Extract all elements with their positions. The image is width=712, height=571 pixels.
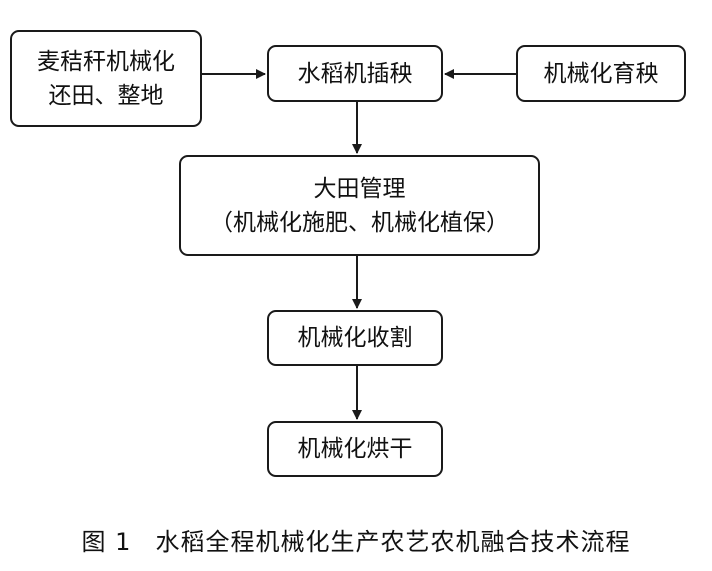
node-drying: 机械化烘干 bbox=[267, 421, 443, 477]
node-seedling-raising-label: 机械化育秧 bbox=[543, 60, 659, 87]
node-rice-transplanting: 水稻机插秧 bbox=[267, 45, 443, 102]
figure-title: 水稻全程机械化生产农艺农机融合技术流程 bbox=[155, 528, 631, 556]
node-drying-label: 机械化烘干 bbox=[297, 436, 413, 462]
node-harvesting-label: 机械化收割 bbox=[297, 325, 413, 351]
figure-caption: 图 1 水稻全程机械化生产农艺农机融合技术流程 bbox=[0, 522, 712, 557]
node-straw-return-line2: 还田、整地 bbox=[48, 82, 164, 109]
figure-number: 图 1 bbox=[81, 528, 132, 556]
node-field-management-line2: （机械化施肥、机械化植保） bbox=[210, 209, 509, 236]
node-straw-return-line1: 麦秸秆机械化 bbox=[37, 48, 175, 75]
node-straw-return: 麦秸秆机械化 还田、整地 bbox=[10, 30, 202, 127]
node-harvesting: 机械化收割 bbox=[267, 310, 443, 366]
node-field-management: 大田管理 （机械化施肥、机械化植保） bbox=[179, 155, 540, 256]
node-seedling-raising: 机械化育秧 bbox=[516, 45, 686, 102]
node-rice-transplanting-label: 水稻机插秧 bbox=[297, 60, 413, 87]
node-field-management-line1: 大田管理 bbox=[313, 175, 406, 202]
